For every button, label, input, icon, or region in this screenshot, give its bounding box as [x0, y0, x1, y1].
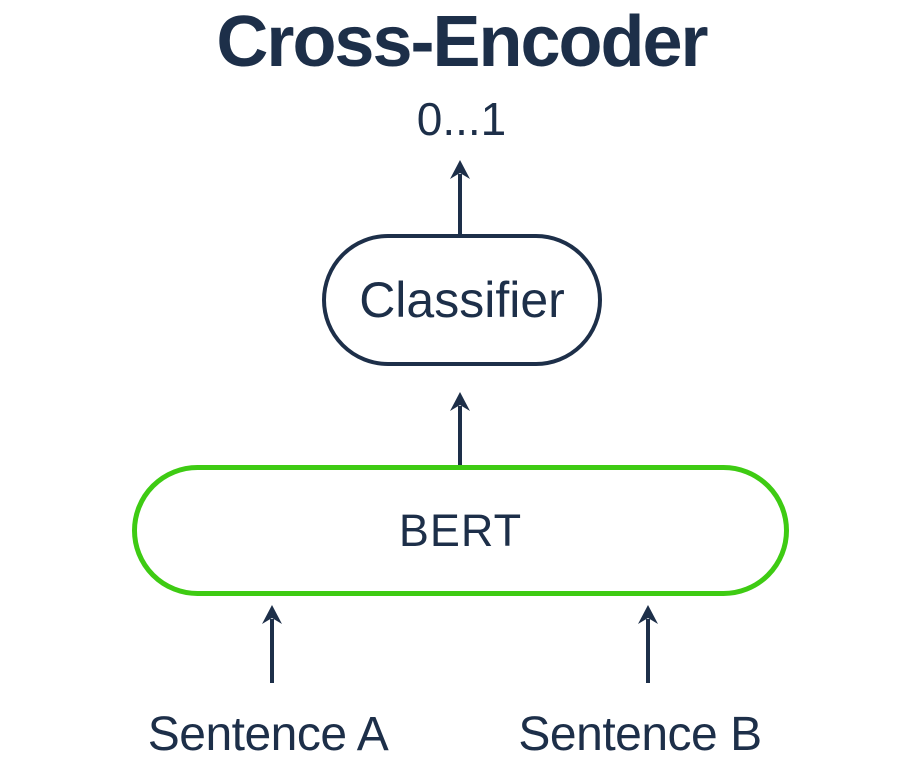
output-score-range-label: 0...1 [416, 93, 507, 145]
classifier-label: Classifier [359, 272, 565, 328]
up-arrow-icon [262, 605, 282, 683]
up-arrow-icon [638, 605, 658, 683]
sentence-b-label: Sentence B [518, 708, 762, 761]
diagram-title: Cross-Encoder [216, 2, 708, 82]
up-arrow-icon [450, 160, 470, 238]
bert-label: BERT [398, 504, 523, 556]
bert-node: BERT [132, 465, 789, 596]
sentence-a-label: Sentence A [147, 708, 389, 761]
classifier-node: Classifier [322, 234, 602, 366]
up-arrow-icon [450, 392, 470, 470]
